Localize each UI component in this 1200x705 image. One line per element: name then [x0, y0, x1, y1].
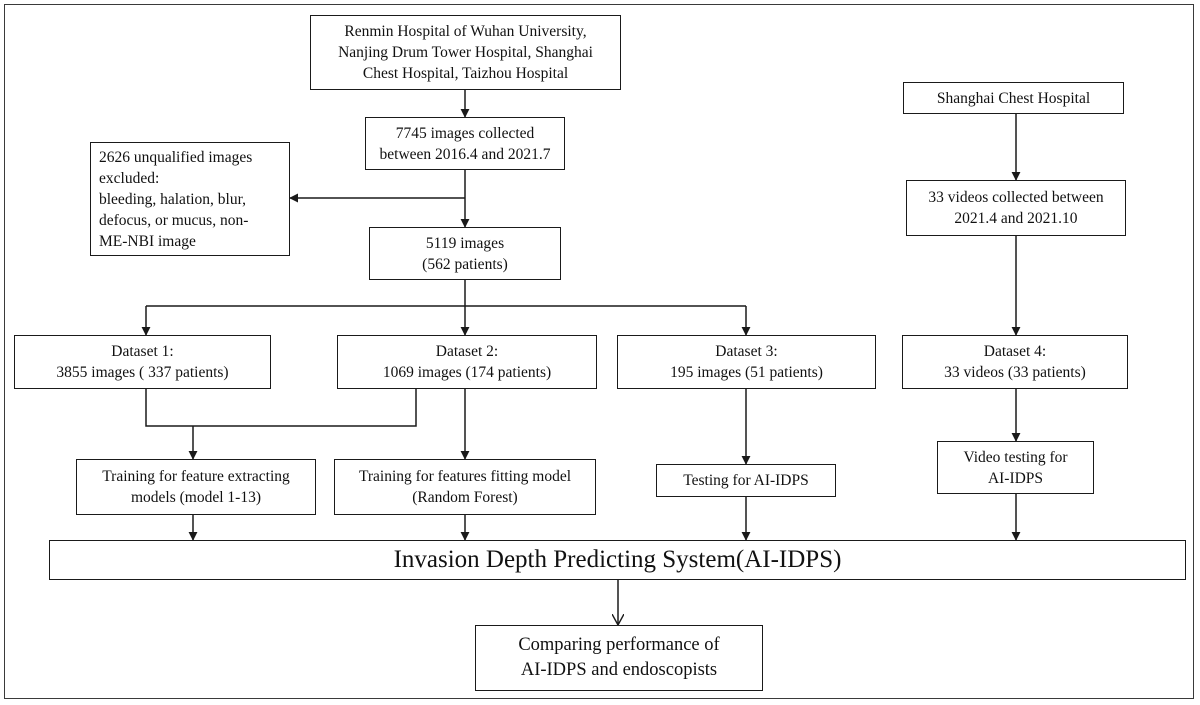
dataset-3-box: Dataset 3: 195 images (51 patients): [617, 335, 876, 389]
box-text-line: 3855 images ( 337 patients): [56, 364, 229, 381]
dataset-1-box: Dataset 1: 3855 images ( 337 patients): [14, 335, 271, 389]
box-text-line: 7745 images collected: [395, 124, 535, 142]
dataset-2-box: Dataset 2: 1069 images (174 patients): [337, 335, 597, 389]
collected-images-box: 7745 images collected between 2016.4 and …: [365, 117, 565, 170]
box-text-line: excluded:: [99, 169, 160, 187]
excluded-images-box: 2626 unqualified images excluded: bleeding…: [90, 142, 290, 256]
box-text-line: Nanjing Drum Tower Hospital, Shanghai: [338, 44, 593, 61]
box-text-line: 5119 images: [425, 234, 505, 252]
box-text-line: (562 patients): [422, 255, 508, 273]
comparing-performance-box: Comparing performance of AI-IDPS and endo…: [475, 625, 763, 691]
box-text-line: 33 videos collected between: [928, 189, 1104, 206]
box-text-line: Renmin Hospital of Wuhan University,: [344, 23, 587, 40]
dataset-4-box: Dataset 4: 33 videos (33 patients): [902, 335, 1128, 389]
box-text-line: 2626 unqualified images: [99, 148, 253, 166]
box-text-line: Training for feature extracting: [102, 468, 290, 485]
box-text-line: Video testing for: [963, 448, 1068, 466]
system-box: Invasion Depth Predicting System(AI-IDPS…: [49, 540, 1186, 580]
box-text-line: models (model 1-13): [130, 489, 261, 506]
hospitals-box: Renmin Hospital of Wuhan University, Nanj…: [310, 15, 621, 90]
training-features-fitting-box: Training for features fitting model (Rand…: [334, 459, 596, 515]
box-text-line: Chest Hospital, Taizhou Hospital: [362, 65, 569, 82]
box-text-line: defocus, or mucus, non-: [99, 211, 249, 229]
training-feature-extracting-box: Training for feature extracting models (m…: [76, 459, 316, 515]
box-text-line: Testing for AI-IDPS: [683, 472, 809, 489]
videos-collected-box: 33 videos collected between 2021.4 and 20…: [906, 180, 1126, 236]
box-text-line: AI-IDPS and endoscopists: [520, 660, 718, 680]
box-text-line: 195 images (51 patients): [670, 364, 823, 381]
box-text-line: Dataset 1:: [111, 343, 174, 360]
merge-dataset1-dataset2: [145, 389, 417, 427]
shanghai-chest-hospital-box: Shanghai Chest Hospital: [903, 82, 1124, 114]
box-text-line: Dataset 4:: [983, 343, 1047, 360]
box-text-line: Dataset 2:: [435, 343, 499, 360]
box-text-line: 1069 images (174 patients): [382, 364, 552, 381]
box-text-line: 33 videos (33 patients): [944, 364, 1086, 381]
box-text-line: (Random Forest): [412, 489, 518, 506]
box-text-line: 2021.4 and 2021.10: [954, 210, 1078, 227]
figure-frame: [4, 4, 1194, 699]
box-text-line: Shanghai Chest Hospital: [936, 89, 1091, 107]
box-text-line: ME-NBI image: [99, 232, 196, 250]
box-text-line: Dataset 3:: [715, 343, 778, 360]
images-5119-box: 5119 images (562 patients): [369, 227, 561, 280]
testing-box: Testing for AI-IDPS: [656, 464, 836, 497]
box-text-line: bleeding, halation, blur,: [99, 190, 247, 208]
box-text-line: AI-IDPS: [987, 469, 1044, 487]
box-text-line: between 2016.4 and 2021.7: [379, 145, 551, 163]
box-text-line: Invasion Depth Predicting System(AI-IDPS…: [393, 546, 842, 573]
box-text-line: Comparing performance of: [518, 635, 720, 655]
box-text-line: Training for features fitting model: [358, 468, 572, 485]
